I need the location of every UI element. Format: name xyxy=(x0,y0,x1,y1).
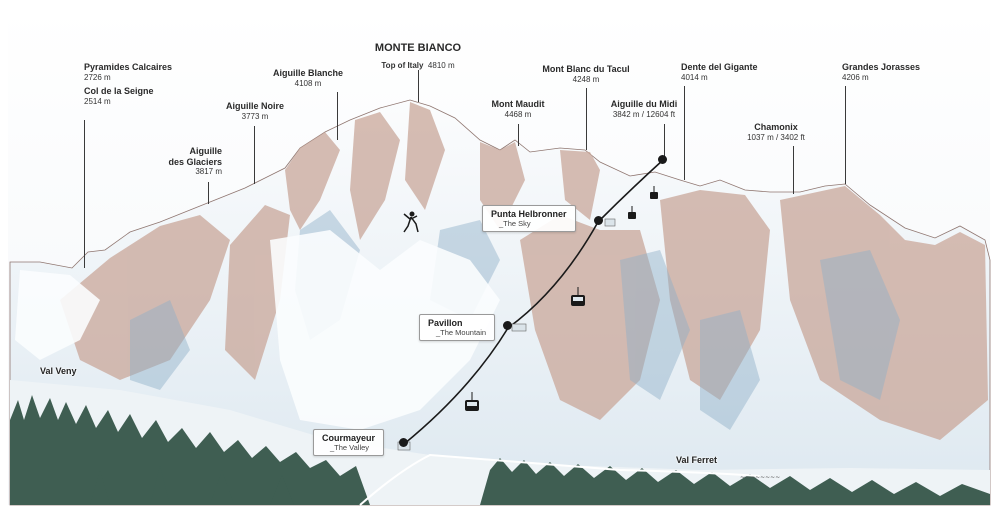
peak-name: Chamonix xyxy=(754,122,798,132)
leader-line-noire xyxy=(254,126,255,184)
peak-elevation: 4014 m xyxy=(681,72,708,82)
peak-label-bianco: MONTE BIANCO Top of Italy 4810 m xyxy=(362,42,474,74)
peak-name: Pyramides Calcaires xyxy=(84,62,173,72)
station-subtitle: _The Valley xyxy=(330,443,370,452)
station-name: Courmayeur xyxy=(322,433,376,443)
leader-line-midi xyxy=(664,124,665,158)
peak-name: Dente del Gigante xyxy=(681,62,758,72)
peak-elevation: 3773 m xyxy=(241,111,269,121)
peak-label-tacul: Mont Blanc du Tacul 4248 m xyxy=(534,64,638,84)
peak-name: MONTE BIANCO xyxy=(374,42,462,54)
leader-line-jorasses xyxy=(845,86,846,184)
leader-line-bianco xyxy=(418,70,419,102)
peak-name: Aiguille Noire xyxy=(225,101,284,111)
peak-name-line1: Aiguille xyxy=(189,146,222,156)
peak-elevation: 2514 m xyxy=(84,96,111,106)
peak-label-noire: Aiguille Noire 3773 m xyxy=(210,101,300,121)
station-dot-helbronner[interactable] xyxy=(594,216,603,225)
leader-line-maudit xyxy=(518,124,519,146)
peak-elevation: 4108 m xyxy=(294,78,322,88)
leader-line-chamonix xyxy=(793,146,794,194)
peak-elevation: 1037 m / 3402 ft xyxy=(747,132,805,142)
leader-line-glaciers xyxy=(208,182,209,204)
peak-label-pyramides: Pyramides Calcaires 2726 m xyxy=(84,62,172,82)
leader-line-pyramides xyxy=(84,120,85,268)
peak-name: Mont Maudit xyxy=(491,99,545,109)
artist-signature: ~~~~~~~~ xyxy=(740,474,781,481)
gondola-cabins xyxy=(465,186,658,411)
peak-elevation: 2726 m xyxy=(84,72,111,82)
peak-elevation: 4248 m xyxy=(572,74,600,84)
station-dot-pavillon[interactable] xyxy=(503,321,512,330)
station-dot-courmayeur[interactable] xyxy=(399,438,408,447)
peak-label-chamonix: Chamonix 1037 m / 3402 ft xyxy=(728,122,824,142)
peak-name: Aiguille Blanche xyxy=(272,68,343,78)
climber-icon xyxy=(403,211,419,233)
peak-name: Aiguille du Midi xyxy=(610,99,678,109)
peak-label-midi: Aiguille du Midi 3842 m / 12604 ft xyxy=(592,99,696,119)
rock-ridges xyxy=(60,102,988,440)
station-name: Pavillon xyxy=(428,318,463,328)
station-label-pavillon[interactable]: Pavillon _The Mountain xyxy=(419,314,496,341)
peak-elevation: 3817 m xyxy=(195,167,222,177)
peak-elevation: 4810 m xyxy=(427,60,455,70)
leader-line-gigante xyxy=(684,86,685,180)
peak-label-glaciers: Aiguille des Glaciers 3817 m xyxy=(150,146,222,177)
peak-subtitle: Top of Italy xyxy=(381,60,424,70)
peak-label-blanche: Aiguille Blanche 4108 m xyxy=(258,68,358,88)
peak-name: Grandes Jorasses xyxy=(842,62,921,72)
station-subtitle: _The Mountain xyxy=(436,328,487,337)
station-name: Punta Helbronner xyxy=(491,209,567,219)
place-label-val-veny: Val Veny xyxy=(40,366,77,376)
peak-label-maudit: Mont Maudit 4468 m xyxy=(478,99,558,119)
peak-name: Mont Blanc du Tacul xyxy=(542,64,630,74)
station-label-courmayeur[interactable]: Courmayeur _The Valley xyxy=(313,429,385,456)
cableway-line xyxy=(403,159,664,445)
peak-label-jorasses: Grandes Jorasses 4206 m xyxy=(842,62,920,82)
snowfields xyxy=(15,230,500,430)
station-subtitle: _The Sky xyxy=(499,219,531,228)
peak-elevation: 3842 m / 12604 ft xyxy=(612,109,676,119)
leader-line-tacul xyxy=(586,88,587,150)
station-label-helbronner[interactable]: Punta Helbronner _The Sky xyxy=(482,205,576,232)
station-dot-midi[interactable] xyxy=(658,155,667,164)
leader-line-blanche xyxy=(337,92,338,140)
peak-elevation: 4468 m xyxy=(504,109,532,119)
peak-name: Col de la Seigne xyxy=(84,86,154,96)
peak-label-seigne: Col de la Seigne 2514 m xyxy=(84,86,154,106)
place-label-val-ferret: Val Ferret xyxy=(676,455,718,465)
peak-elevation: 4206 m xyxy=(842,72,869,82)
peak-label-gigante: Dente del Gigante 4014 m xyxy=(681,62,758,82)
peak-name-line2: des Glaciers xyxy=(168,156,222,167)
